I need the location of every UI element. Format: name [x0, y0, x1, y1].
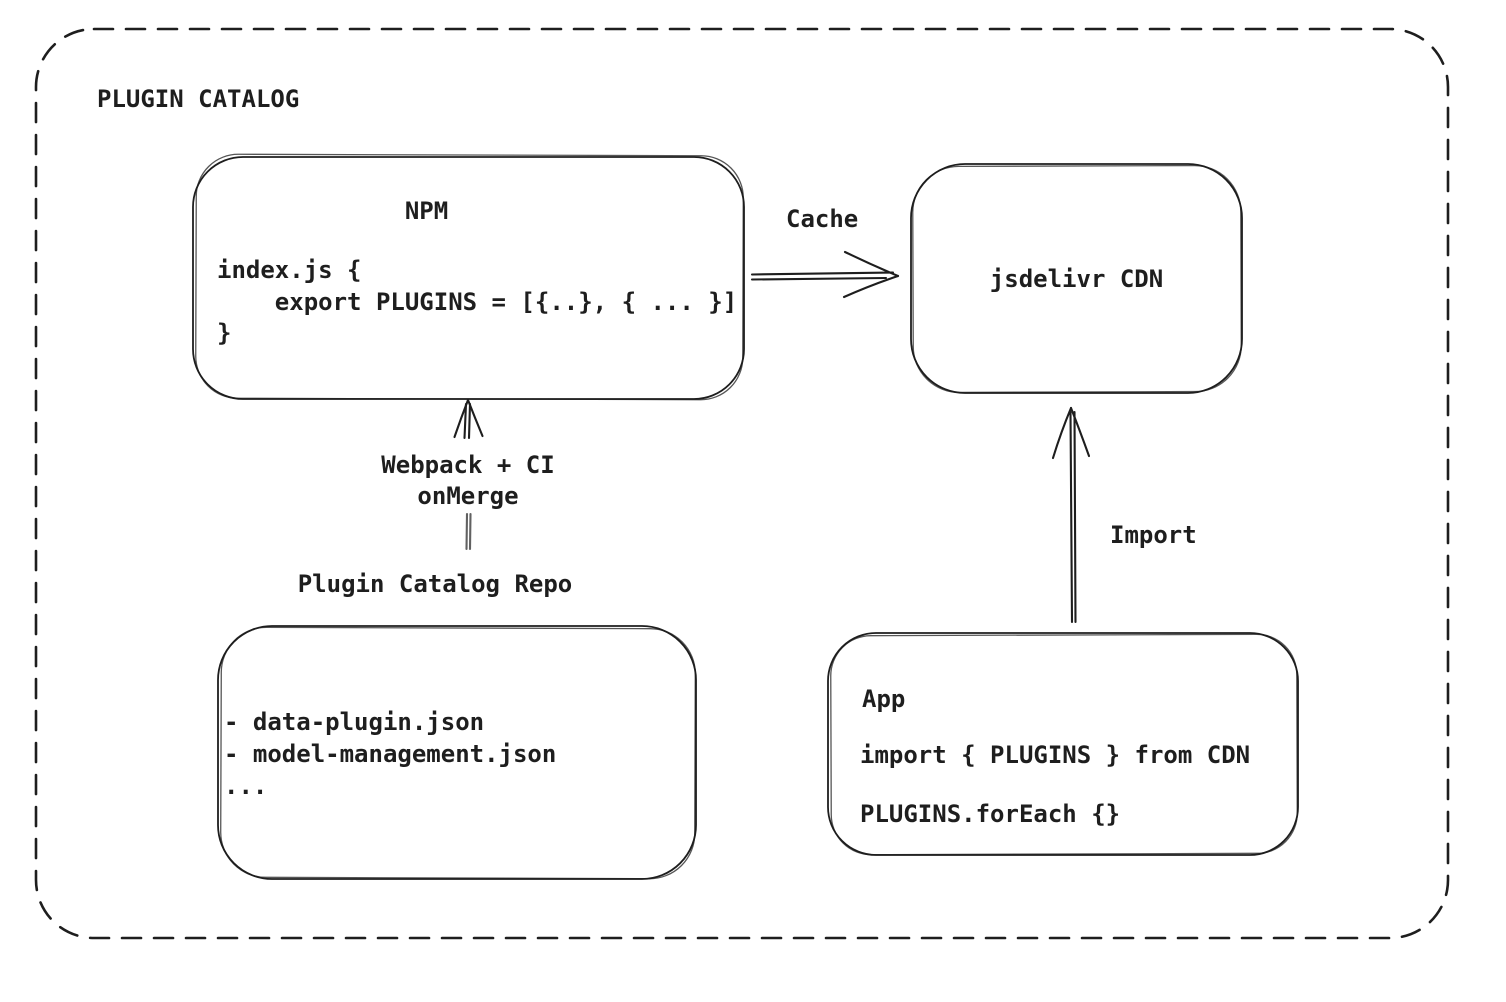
repo-node-files: - data-plugin.json - model-management.js… [224, 708, 557, 800]
diagram-title: PLUGIN CATALOG [97, 85, 300, 113]
npm-node-title: NPM [404, 197, 449, 225]
app-box [827, 632, 1299, 856]
import-edge-label: Import [1110, 521, 1197, 549]
npm-node-code: index.js { export PLUGINS = [{..}, { ...… [217, 256, 738, 347]
app-code-import: import { PLUGINS } from CDN [860, 741, 1251, 769]
app-node-title: App [862, 685, 906, 713]
cache-arrow [750, 250, 900, 299]
npm-box [192, 153, 745, 401]
import-arrow [1051, 406, 1091, 624]
build-arrow [453, 398, 484, 551]
cdn-node-title: jsdelivr CDN [989, 265, 1164, 293]
app-code-foreach: PLUGINS.forEach {} [860, 800, 1121, 828]
repo-box [217, 625, 697, 880]
cache-edge-label: Cache [786, 205, 859, 233]
build-edge-label: Webpack + CI onMerge [381, 451, 555, 510]
catalog-boundary-box [34, 27, 1450, 940]
repo-node-label: Plugin Catalog Repo [297, 570, 573, 598]
cdn-box [910, 163, 1243, 394]
